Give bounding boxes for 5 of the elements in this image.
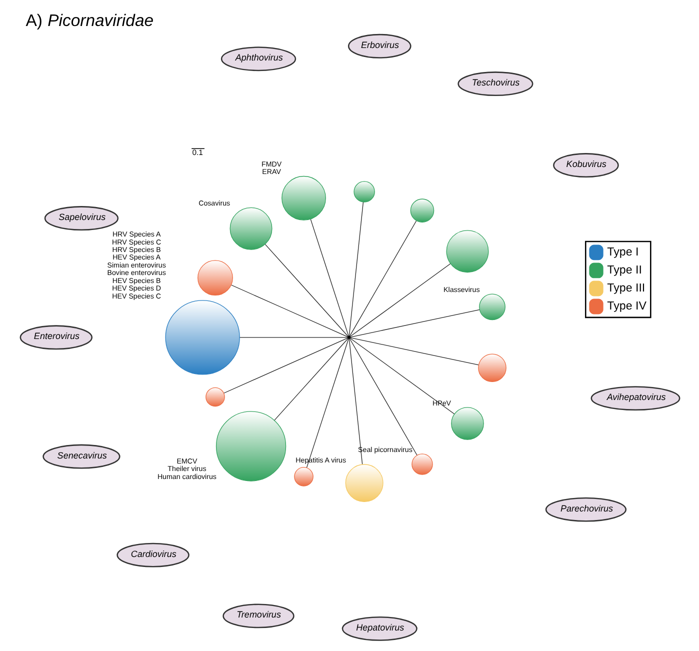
legend-label: Type II: [606, 264, 642, 276]
legend-label: Type III: [606, 282, 645, 294]
diagram-title: A) Picornaviridae: [25, 11, 154, 30]
legend-label: Type IV: [606, 300, 646, 312]
legend-label: Type I: [606, 246, 638, 258]
